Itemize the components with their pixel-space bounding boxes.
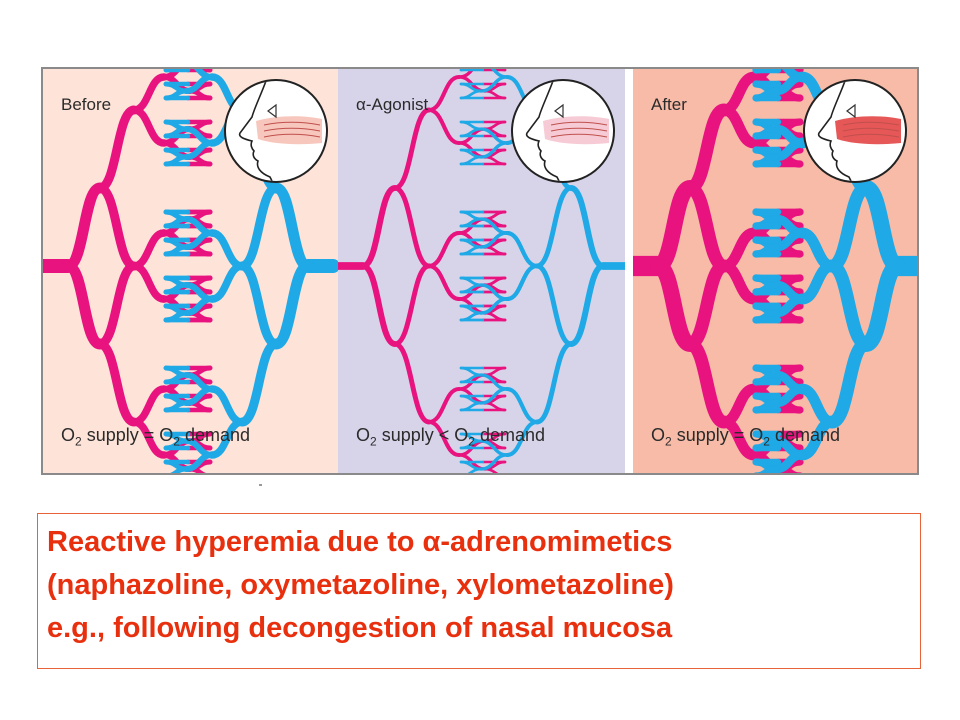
vein-segment	[208, 418, 246, 459]
artery-segment	[426, 419, 462, 458]
nasal-concha	[550, 133, 608, 138]
vein-segment	[237, 339, 281, 427]
inset-content	[238, 81, 322, 181]
artery-segment	[426, 107, 462, 146]
nasal-concha	[842, 127, 900, 132]
artery-segment	[392, 185, 432, 269]
face-profile	[525, 81, 560, 181]
vein-segment	[169, 466, 189, 473]
panel-label: α-Agonist	[356, 95, 429, 114]
vein-segment	[182, 139, 216, 161]
panel-label: After	[651, 95, 687, 114]
artery-segment	[359, 262, 399, 348]
artery-segment	[130, 262, 168, 303]
artery-segment	[130, 418, 168, 459]
vein-segment	[182, 229, 216, 251]
inset-content	[525, 81, 609, 181]
vessel-network-after	[633, 69, 917, 473]
vein-segment	[182, 73, 216, 95]
vein-segment	[504, 419, 540, 458]
artery-segment	[392, 263, 432, 347]
vessel-network-agonist	[338, 69, 625, 473]
vein-segment	[467, 467, 483, 473]
venous-tree	[163, 69, 338, 473]
artery-segment	[683, 337, 731, 429]
caption-line-2: (naphazoline, oxymetazoline, xylometazol…	[47, 569, 674, 601]
artery-segment	[62, 260, 106, 350]
nasal-concha	[550, 127, 608, 132]
eye	[267, 103, 277, 119]
caption-line-3: e.g., following decongestion of nasal mu…	[47, 612, 673, 644]
panel-before: Before O2 supply = O2 demand	[43, 69, 338, 473]
vein-segment	[534, 341, 574, 425]
eye	[554, 103, 564, 119]
inset-content	[817, 81, 901, 181]
figure-frame: Before O2 supply = O2 demand α-Agonist O…	[41, 67, 919, 475]
nasal-concha	[550, 121, 608, 126]
nasal-concha	[263, 127, 321, 132]
vein-segment	[754, 465, 780, 473]
vein-segment	[479, 75, 509, 93]
artery-segment	[426, 263, 462, 302]
face-profile	[238, 81, 273, 181]
vein-segment	[479, 453, 509, 471]
vein-segment	[270, 260, 314, 350]
nasal-concha	[842, 133, 900, 138]
vein-segment	[479, 141, 509, 159]
vein-segment	[182, 451, 216, 473]
artery-segment	[359, 184, 399, 270]
head-profile-inset	[511, 79, 615, 183]
artery-segment	[392, 341, 432, 425]
vein-segment	[504, 263, 540, 302]
caption-box: Reactive hyperemia due to α-adrenomimeti…	[37, 513, 921, 669]
vein-segment	[479, 297, 509, 315]
head-profile-inset	[224, 79, 328, 183]
panel-caption: O2 supply = O2 demand	[651, 425, 840, 449]
artery-segment	[95, 339, 139, 427]
stray-mark	[259, 484, 262, 486]
vein-segment	[182, 295, 216, 317]
vein-segment	[479, 387, 509, 405]
vessel-network-before	[43, 69, 338, 473]
panel-after: After O2 supply = O2 demand	[633, 69, 917, 473]
panel-label: Before	[61, 95, 112, 114]
vein-segment	[182, 385, 216, 407]
face-profile	[817, 81, 852, 181]
eye	[846, 103, 856, 119]
artery-segment	[392, 107, 432, 191]
vein-segment	[567, 184, 607, 270]
caption-line-1: Reactive hyperemia due to α-adrenomimeti…	[47, 526, 673, 558]
venous-tree	[459, 69, 625, 473]
nasal-concha	[842, 121, 900, 126]
nasal-concha	[263, 121, 321, 126]
head-profile-inset	[803, 79, 907, 183]
vein-segment	[534, 263, 574, 347]
artery-segment	[130, 106, 168, 147]
vein-segment	[534, 185, 574, 269]
vein-segment	[567, 262, 607, 348]
panel-caption: O2 supply = O2 demand	[61, 425, 250, 449]
panel-caption: O2 supply < O2 demand	[356, 425, 545, 449]
vein-segment	[479, 231, 509, 249]
nasal-concha	[263, 133, 321, 138]
vein-segment	[208, 262, 246, 303]
vein-segment	[825, 337, 873, 429]
panel-alpha-agonist: α-Agonist O2 supply < O2 demand	[338, 69, 625, 473]
